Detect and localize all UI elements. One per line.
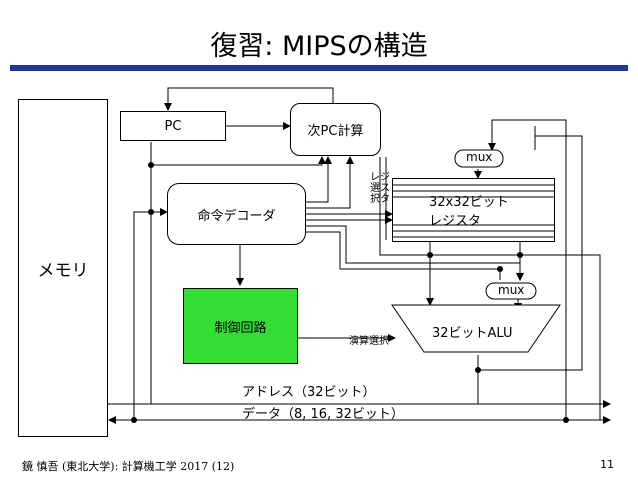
memory-label: メモリ — [37, 260, 89, 281]
register-label: 32x32ビット レジスタ — [429, 195, 509, 229]
pc-label: PC — [164, 118, 182, 134]
register-block: 32x32ビット レジスタ — [392, 178, 555, 242]
control-label: 制御回路 — [214, 320, 267, 336]
register-select-label: レジ 選ス 択タ — [370, 172, 390, 205]
alu-label: 32ビットALU — [432, 326, 513, 341]
mux-top-shape — [454, 149, 504, 168]
memory-block: メモリ — [18, 99, 108, 437]
decoder-label: 命令デコーダ — [197, 208, 276, 224]
page-number: 11 — [600, 458, 614, 471]
alu-shape — [391, 304, 561, 353]
mux-top-label: mux — [466, 150, 493, 164]
next-pc-block: 次PC計算 — [290, 103, 381, 156]
slide-title: 復習: MIPSの構造 — [210, 31, 428, 62]
decoder-block: 命令デコーダ — [167, 183, 306, 245]
next-pc-label: 次PC計算 — [307, 124, 364, 139]
mux-alu-label: mux — [498, 283, 525, 297]
pc-block: PC — [120, 111, 226, 141]
data-bus-label: データ（8, 16, 32ビット） — [242, 407, 404, 422]
footer-credit: 鏡 慎吾 (東北大学): 計算機工学 2017 (12) — [22, 460, 235, 473]
address-bus-label: アドレス（32ビット） — [242, 385, 376, 400]
control-block: 制御回路 — [183, 288, 298, 364]
alu-select-label: 演算選択 — [349, 336, 389, 347]
mux-alu-shape — [485, 282, 537, 300]
title-rule — [10, 65, 628, 71]
